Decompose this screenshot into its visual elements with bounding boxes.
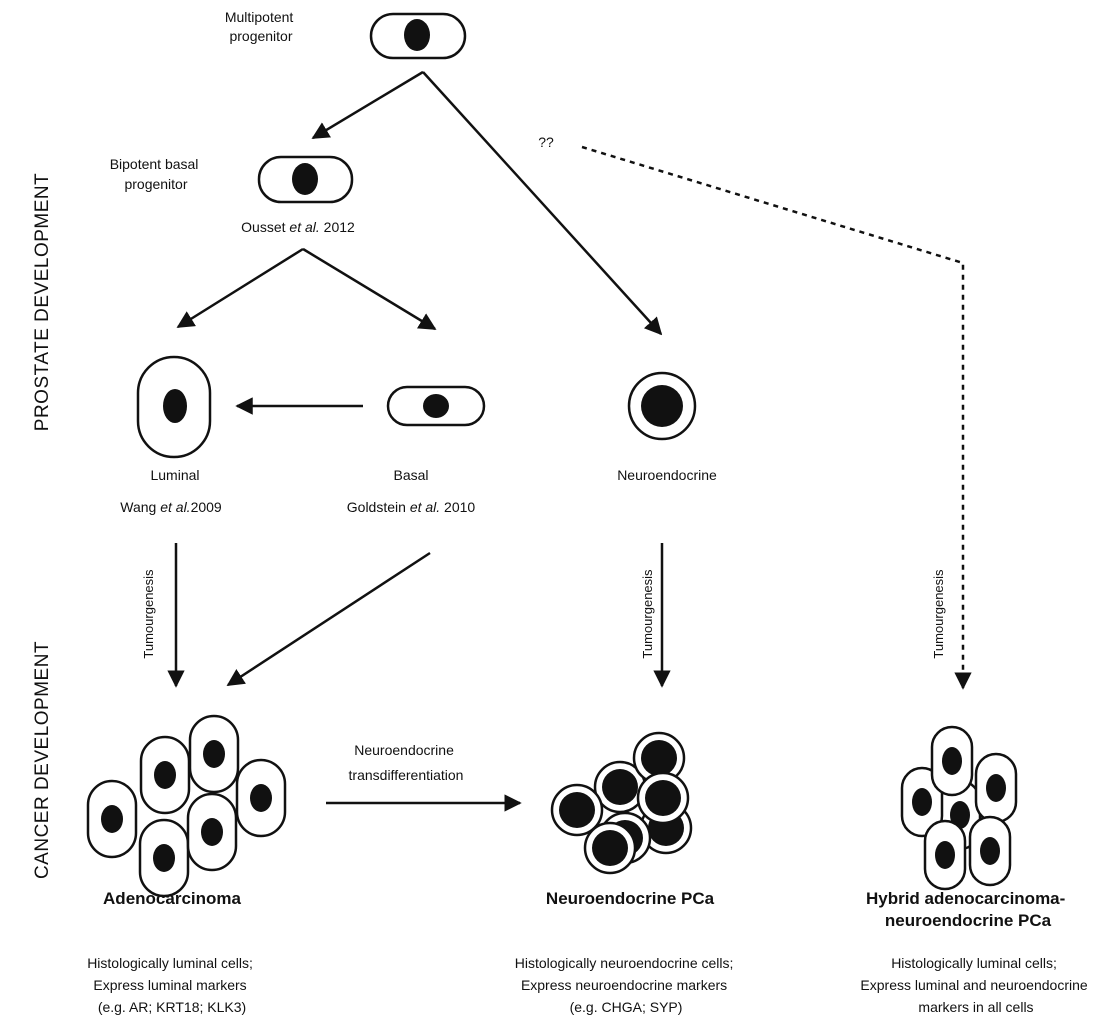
wang-citation: Wang et al.2009 [120,499,222,515]
luminal-label: Luminal [150,467,199,483]
tumourgenesis-label-neuroendocrine: Tumourgenesis [640,569,655,659]
arrow-multipotent-to-bipotent [311,70,424,140]
arrow-bipotent-to-luminal [176,247,304,329]
ousset-citation: Ousset et al. 2012 [241,219,355,235]
multipotent-progenitor-cell [369,12,467,60]
hybrid-description: Histologically luminal cells; Express lu… [860,955,1091,1015]
tumourgenesis-arrows [167,543,671,688]
adenocarcinoma-cluster [86,714,287,898]
neuroendocrine-pca-description: Histologically neuroendocrine cells; Exp… [515,955,738,1015]
multipotent-progenitor-label: Multipotent progenitor [225,9,297,44]
tumourgenesis-label-luminal: Tumourgenesis [141,569,156,659]
neuroendocrine-pca-title: Neuroendocrine PCa [546,889,715,908]
basal-cell [386,385,486,427]
hybrid-cluster [900,725,1018,891]
tumourgenesis-label-hybrid: Tumourgenesis [931,569,946,659]
development-arrows [176,70,663,415]
hybrid-title: Hybrid adenocarcinoma- neuroendocrine PC… [866,889,1070,930]
arrow-basal-to-adenocarcinoma [226,551,431,687]
bipotent-basal-progenitor-cell [257,155,354,204]
cancer-development-label: CANCER DEVELOPMENT [32,641,53,879]
goldstein-citation: Goldstein et al. 2010 [347,499,476,515]
neuroendocrine-label: Neuroendocrine [617,467,717,483]
arrow-multipotent-to-neuroendocrine [422,71,663,336]
neuroendocrine-pca-cluster [550,731,693,875]
adenocarcinoma-title: Adenocarcinoma [103,889,241,908]
adenocarcinoma-description: Histologically luminal cells; Express lu… [87,955,257,1015]
basal-label: Basal [393,467,428,483]
luminal-cell [136,355,212,459]
bipotent-basal-progenitor-label: Bipotent basal progenitor [110,156,203,192]
arrow-bipotent-to-basal [302,247,437,331]
transdifferentiation-label: Neuroendocrine transdifferentiation [349,742,464,783]
arrow-unknown-to-hybrid [581,145,972,690]
neuroendocrine-cell [627,371,697,441]
unknown-origin-label: ?? [538,134,554,150]
prostate-development-label: PROSTATE DEVELOPMENT [32,173,53,431]
